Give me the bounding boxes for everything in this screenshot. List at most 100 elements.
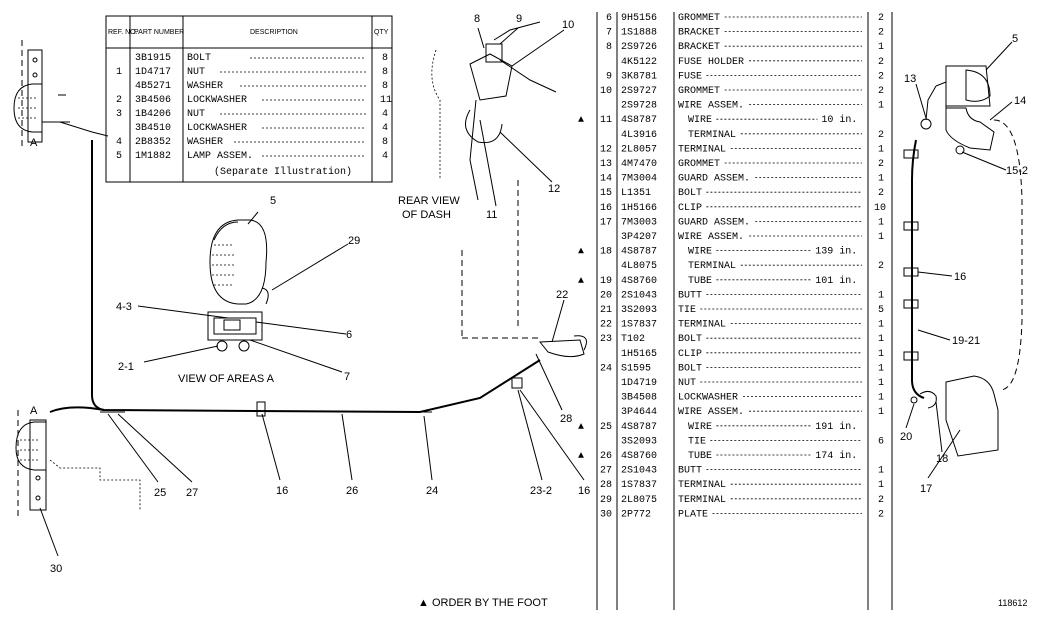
row-qty: 1 bbox=[878, 290, 884, 301]
row-ref: 28 bbox=[600, 480, 612, 491]
callout-7: 7 bbox=[344, 371, 350, 383]
row-part: 3K8781 bbox=[621, 71, 657, 82]
row-desc: NUT bbox=[187, 109, 205, 120]
row-ref: 23 bbox=[600, 334, 612, 345]
row-desc: LOCKWASHER bbox=[678, 393, 738, 404]
row-length: 139 in. bbox=[815, 246, 857, 258]
row-ref: 7 bbox=[606, 28, 612, 39]
row-desc: WASHER bbox=[187, 81, 223, 92]
callout-8: 8 bbox=[474, 13, 480, 25]
row-qty: 1 bbox=[878, 334, 884, 345]
row-desc: BOLT bbox=[678, 334, 702, 345]
row-qty: 8 bbox=[382, 81, 388, 92]
callout-24: 24 bbox=[426, 485, 438, 497]
row-qty: 4 bbox=[382, 123, 388, 134]
row-ref: 19 bbox=[600, 276, 612, 287]
row-qty: 1 bbox=[878, 480, 884, 491]
callout-30: 30 bbox=[50, 563, 62, 575]
wire-harness-main bbox=[49, 359, 541, 414]
row-ref: 10 bbox=[600, 86, 612, 97]
row-part: 2P772 bbox=[621, 509, 651, 520]
row-desc: WIRE bbox=[688, 115, 712, 126]
row-desc: WIRE ASSEM. bbox=[678, 101, 744, 112]
row-desc: WIRE bbox=[688, 422, 712, 433]
row-ref: 6 bbox=[606, 13, 612, 24]
row-qty: 1 bbox=[878, 144, 884, 155]
right-guard-diagram: 5 13 14 15-2 16 19-21 20 18 17 bbox=[900, 33, 1028, 495]
row-desc: GROMMET bbox=[678, 13, 720, 24]
row-qty: 1 bbox=[878, 378, 884, 389]
row-part: 1H5166 bbox=[621, 203, 657, 214]
row-desc: TUBE bbox=[688, 451, 712, 462]
row-part: 4S8787 bbox=[621, 422, 657, 433]
callout-15-2: 15-2 bbox=[1006, 165, 1028, 177]
table-row: 1 1D4717 NUT 8 bbox=[116, 67, 388, 78]
row-ref: 12 bbox=[600, 144, 612, 155]
callout-6: 6 bbox=[346, 329, 352, 341]
row-part: 3B4508 bbox=[621, 393, 657, 404]
row-part: 4B5271 bbox=[135, 81, 171, 92]
row-qty: 2 bbox=[878, 188, 884, 199]
row-desc: WASHER bbox=[187, 137, 223, 148]
row-qty: 1 bbox=[878, 393, 884, 404]
row-desc: BUTT bbox=[678, 466, 702, 477]
row-part: 3B1915 bbox=[135, 53, 171, 64]
row-part: 2S9727 bbox=[621, 86, 657, 97]
lamp-bottom-left bbox=[15, 419, 47, 511]
row-part: 2S9728 bbox=[621, 101, 657, 112]
row-desc: TIE bbox=[688, 436, 706, 447]
row-mark: ▲ bbox=[578, 115, 584, 126]
row-ref: 8 bbox=[606, 42, 612, 53]
row-part: 4S8760 bbox=[621, 276, 657, 287]
row-part: T102 bbox=[621, 334, 645, 345]
rear-view-label-line2: OF DASH bbox=[402, 209, 451, 221]
rear-view-label-line1: REAR VIEW bbox=[398, 195, 460, 207]
row-desc: GUARD ASSEM. bbox=[678, 217, 750, 228]
row-qty: 1 bbox=[878, 466, 884, 477]
callout-18: 18 bbox=[936, 453, 948, 465]
table-row: 3B1915 BOLT 8 bbox=[135, 53, 388, 64]
row-part: 7M3003 bbox=[621, 217, 657, 228]
row-mark: ▲ bbox=[578, 276, 584, 287]
row-ref: 14 bbox=[600, 174, 612, 185]
row-qty: 2 bbox=[878, 130, 884, 141]
row-ref: 27 bbox=[600, 466, 612, 477]
table-row: 3B4510 LOCKWASHER 4 bbox=[135, 123, 388, 134]
row-part: 4S8760 bbox=[621, 451, 657, 462]
row-part: 9H5156 bbox=[621, 13, 657, 24]
header-desc: DESCRIPTION bbox=[250, 29, 298, 36]
header-part: PART NUMBER bbox=[134, 29, 184, 36]
row-mark: ▲ bbox=[578, 247, 584, 258]
row-ref: 18 bbox=[600, 247, 612, 258]
row-part: 2L8075 bbox=[621, 495, 657, 506]
row-desc: TERMINAL bbox=[688, 130, 736, 141]
drawing-number: 118612 bbox=[998, 598, 1027, 608]
row-mark: ▲ bbox=[578, 422, 584, 433]
row-qty: 1 bbox=[878, 217, 884, 228]
row-qty: 1 bbox=[878, 101, 884, 112]
row-mark: ▲ bbox=[578, 451, 584, 462]
row-part: 4L3916 bbox=[621, 130, 657, 141]
callout-10: 10 bbox=[562, 19, 574, 31]
row-part: 2L8057 bbox=[621, 144, 657, 155]
row-qty: 1 bbox=[878, 407, 884, 418]
row-desc: BOLT bbox=[187, 53, 211, 64]
row-qty: 2 bbox=[878, 495, 884, 506]
rear-view-dash bbox=[431, 21, 587, 358]
table-row: 4 2B8352 WASHER 8 bbox=[116, 137, 388, 148]
table-row: 2 3B4506 LOCKWASHER 11 bbox=[116, 95, 392, 106]
row-part: 1H5165 bbox=[621, 349, 657, 360]
row-ref: 20 bbox=[600, 290, 612, 301]
row-part: 4S8787 bbox=[621, 115, 657, 126]
